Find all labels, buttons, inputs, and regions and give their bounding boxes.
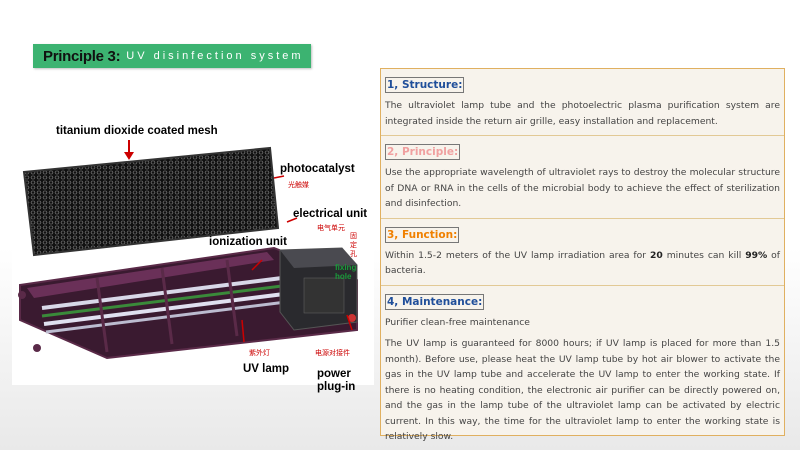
function-minutes: 20 xyxy=(650,249,663,261)
function-text-part: Within 1.5-2 meters of the UV lamp irrad… xyxy=(385,249,650,261)
function-text: Within 1.5-2 meters of the UV lamp irrad… xyxy=(385,248,780,279)
label-power-plug-in: power plug-in xyxy=(317,368,356,393)
structure-text: The ultraviolet lamp tube and the photoe… xyxy=(385,100,780,127)
heading-principle: 2, Principle: xyxy=(385,144,461,160)
uv-system-illustration xyxy=(18,140,358,360)
cn-label-fixing: 固定孔 xyxy=(350,232,357,258)
divider xyxy=(381,217,784,219)
label-fixing-hole: fixing hole xyxy=(335,263,357,281)
cn-label-photocatalyst: 光触媒 xyxy=(288,181,309,189)
mesh-panel xyxy=(22,146,280,257)
label-electrical-unit: electrical unit xyxy=(293,208,368,220)
divider xyxy=(381,135,784,136)
heading-structure: 1, Structure: xyxy=(385,77,465,93)
function-text-part: of bacteria. xyxy=(385,249,781,277)
mesh-arrow xyxy=(124,152,134,160)
slide-title-bar: Principle 3: UV disinfection system xyxy=(33,44,311,68)
principle-text: Use the appropriate wavelength of ultrav… xyxy=(385,167,780,209)
description-panel: 1, Structure: The ultraviolet lamp tube … xyxy=(380,68,785,442)
maintenance-text: The UV lamp is guaranteed for 8000 hours… xyxy=(385,338,780,442)
cn-label-electrical: 电气单元 xyxy=(317,224,345,232)
label-uv-lamp: UV lamp xyxy=(243,363,290,375)
label-mesh: titanium dioxide coated mesh xyxy=(56,125,218,137)
heading-function: 3, Function: xyxy=(385,226,460,243)
function-percent: 99% xyxy=(745,249,768,261)
heading-maintenance: 4, Maintenance: xyxy=(385,293,485,310)
label-ionization-unit: ionization unit xyxy=(209,236,287,248)
maintenance-line1: Purifier clean-free maintenance xyxy=(385,316,530,328)
cn-label-uv-lamp: 紫外灯 xyxy=(249,349,270,357)
cn-label-power: 电源对接件 xyxy=(315,349,350,357)
slide-subtitle: UV disinfection system xyxy=(126,50,304,62)
label-photocatalyst: photocatalyst xyxy=(280,163,355,175)
divider xyxy=(381,284,784,286)
slide-title: Principle 3: xyxy=(43,47,121,65)
function-text-part: minutes can kill xyxy=(662,249,746,261)
uv-system-diagram: titanium dioxide coated mesh photocataly… xyxy=(12,120,374,393)
